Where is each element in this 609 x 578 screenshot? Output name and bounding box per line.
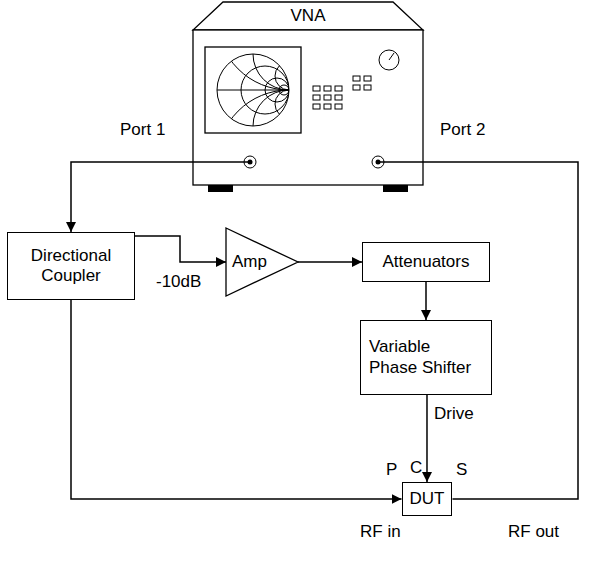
coupling-label: -10dB bbox=[156, 272, 201, 292]
vna-instrument: VNA bbox=[193, 2, 423, 194]
signal-connector bbox=[71, 162, 193, 232]
button bbox=[313, 86, 320, 91]
port-wire bbox=[378, 161, 423, 163]
instrument-top bbox=[193, 2, 423, 30]
node-text: Amp bbox=[232, 252, 267, 272]
smith-outline bbox=[217, 54, 289, 126]
attenuator-box: Attenuators bbox=[362, 242, 490, 282]
instrument-foot bbox=[383, 185, 408, 192]
pin-label: C bbox=[410, 458, 422, 478]
smith-arc bbox=[253, 18, 325, 90]
signal-connector bbox=[426, 395, 428, 482]
port-connector bbox=[372, 156, 384, 168]
pin-label: S bbox=[456, 460, 467, 480]
button bbox=[313, 95, 320, 100]
node-text: Directional Coupler bbox=[8, 246, 134, 287]
drawing-part bbox=[193, 2, 423, 194]
signal-label: RF out bbox=[508, 522, 559, 542]
signal-connector bbox=[71, 300, 402, 499]
node-text: DUT bbox=[410, 489, 445, 509]
button bbox=[364, 85, 371, 90]
knob bbox=[379, 50, 399, 70]
amplifier-outline bbox=[226, 228, 298, 296]
dut-box: DUT bbox=[402, 482, 453, 516]
instrument-foot bbox=[208, 185, 233, 192]
button bbox=[364, 76, 371, 81]
coupler-box: Directional Coupler bbox=[7, 232, 135, 300]
button bbox=[324, 86, 331, 91]
port-label: Port 2 bbox=[440, 120, 485, 140]
instrument-body bbox=[193, 30, 423, 185]
button bbox=[313, 104, 320, 109]
button bbox=[324, 104, 331, 109]
amplifier-triangle: Amp bbox=[226, 228, 298, 296]
port-pin bbox=[248, 160, 253, 165]
button bbox=[335, 86, 342, 91]
node-text: Attenuators bbox=[383, 252, 470, 272]
button bbox=[335, 104, 342, 109]
pin-label: P bbox=[386, 460, 397, 480]
smith-chart bbox=[217, 0, 361, 234]
node-text: Variable Phase Shifter bbox=[369, 337, 477, 378]
smith-arc bbox=[253, 90, 325, 162]
port-pin bbox=[376, 160, 381, 165]
signal-connector bbox=[298, 261, 362, 263]
port-label: Port 1 bbox=[120, 120, 165, 140]
button bbox=[353, 76, 360, 81]
node-text: VNA bbox=[193, 6, 423, 26]
port-wire bbox=[193, 161, 250, 163]
knob-mark bbox=[389, 53, 394, 60]
button bbox=[353, 85, 360, 90]
smith-arc bbox=[217, 0, 361, 90]
signal-connector bbox=[425, 282, 427, 320]
button bbox=[335, 95, 342, 100]
phase-shifter-box: Variable Phase Shifter bbox=[360, 320, 492, 395]
signal-label: RF in bbox=[360, 522, 401, 542]
button bbox=[324, 95, 331, 100]
signal-connector bbox=[135, 236, 226, 262]
port-connector bbox=[244, 156, 256, 168]
signal-label: Drive bbox=[434, 404, 474, 424]
